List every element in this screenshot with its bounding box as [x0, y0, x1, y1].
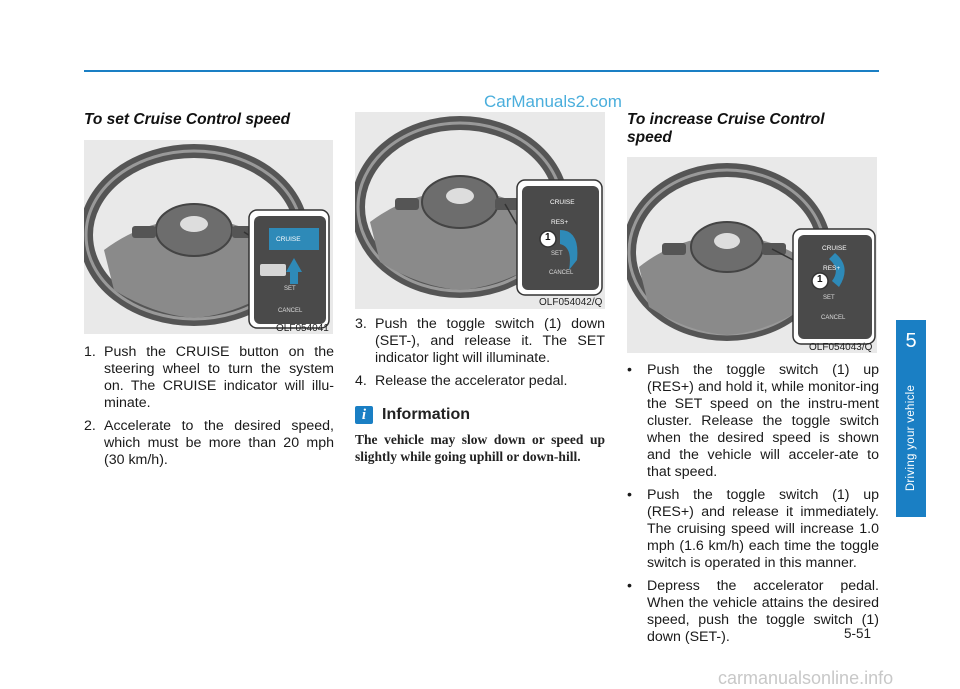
panel-label-cruise: CRUISE — [550, 199, 575, 206]
heading-line-1: To increase Cruise Control — [627, 111, 825, 128]
steering-wheel-illustration — [355, 116, 603, 298]
step-text: Release the accelerator pedal. — [375, 373, 568, 389]
chapter-label: Driving your vehicle — [896, 368, 926, 508]
panel-label-res: RES+ — [823, 265, 841, 272]
bullet-text: Push the toggle switch (1) up (RES+) and… — [647, 487, 879, 571]
panel-label-cancel: CANCEL — [549, 270, 574, 276]
steering-wheel-figure-1: CRUISE SET CANCEL — [84, 140, 333, 334]
step-number: 2. — [84, 418, 96, 434]
steering-wheel-figure-2: CRUISE RES+ SET CANCEL 1 — [355, 112, 605, 309]
page-number: 5-51 — [844, 626, 872, 641]
info-title: Information — [382, 406, 470, 423]
callout-number: 1 — [817, 274, 823, 285]
step-item: 3. Push the toggle switch (1) down (SET-)… — [355, 316, 605, 367]
bullet-item: •Push the toggle switch (1) up (RES+) an… — [627, 487, 879, 571]
step-number: 4. — [355, 373, 367, 389]
step-text: Accelerate to the desired speed, which m… — [104, 418, 334, 468]
heading-line-2: speed — [627, 129, 672, 146]
steering-wheel-illustration — [84, 144, 330, 329]
steps-list-1: 1. Push the CRUISE button on the steering… — [84, 344, 334, 475]
step-item: 2. Accelerate to the desired speed, which… — [84, 418, 334, 469]
steering-wheel-illustration — [627, 163, 876, 345]
bullet-item: •Depress the accelerator pedal. When the… — [627, 578, 879, 645]
bullet-text: Depress the accelerator pedal. When the … — [647, 578, 879, 645]
panel-label-cruise: CRUISE — [822, 245, 847, 252]
chapter-tab — [896, 320, 926, 517]
panel-label-cruise: CRUISE — [276, 236, 301, 243]
watermark-bottom: carmanualsonline.info — [718, 668, 894, 688]
watermark-top: CarManuals2.com — [484, 92, 622, 111]
info-text: The vehicle may slow down or speed up sl… — [355, 432, 605, 464]
panel-label-cancel: CANCEL — [278, 308, 303, 314]
steering-wheel-figure-3: CRUISE RES+ SET CANCEL 1 — [627, 157, 877, 353]
callout-number: 1 — [545, 232, 551, 243]
step-item: 1. Push the CRUISE button on the steering… — [84, 344, 334, 412]
figure-code-3: OLF054043/Q — [809, 342, 873, 353]
step-number: 3. — [355, 316, 367, 332]
bullet-item: •Push the toggle switch (1) up (RES+) an… — [627, 362, 879, 480]
step-number: 1. — [84, 344, 96, 360]
bullet-text: Push the toggle switch (1) up (RES+) and… — [647, 362, 879, 480]
section-heading-increase-speed: To increase Cruise Control speed — [627, 111, 825, 147]
step-text: Push the toggle switch (1) down (SET-), … — [375, 316, 605, 366]
panel-label-res: RES+ — [551, 219, 569, 226]
figure-code-2: OLF054042/Q — [539, 297, 603, 308]
step-item: 4. Release the accelerator pedal. — [355, 373, 605, 390]
figure-code-1: OLF054041 — [276, 323, 329, 334]
panel-label-set: SET — [823, 295, 835, 301]
section-heading-set-speed: To set Cruise Control speed — [84, 111, 291, 128]
header-rule — [84, 70, 879, 72]
bullets-list-3: •Push the toggle switch (1) up (RES+) an… — [627, 362, 879, 652]
panel-label-set: SET — [551, 251, 563, 257]
chapter-label-text: Driving your vehicle — [905, 384, 917, 492]
chapter-number: 5 — [905, 330, 917, 352]
info-icon: i — [355, 406, 373, 424]
panel-label-set: SET — [284, 286, 296, 292]
panel-label-cancel: CANCEL — [821, 315, 846, 321]
steps-list-2: 3. Push the toggle switch (1) down (SET-)… — [355, 316, 605, 396]
step-text: Push the CRUISE button on the steering w… — [104, 344, 334, 411]
